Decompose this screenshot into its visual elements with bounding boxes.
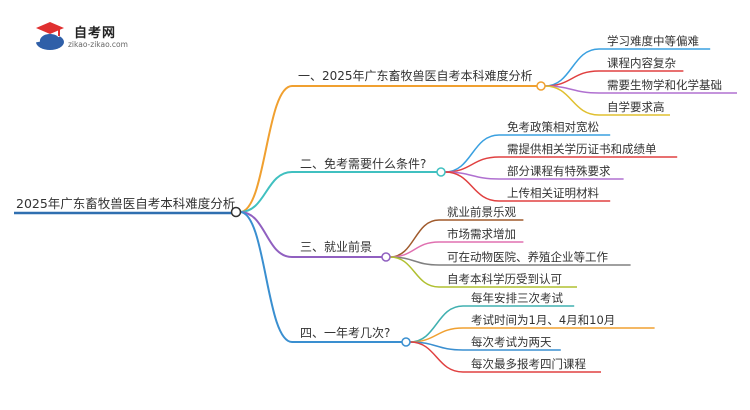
child-label[interactable]: 每次考试为两天 [471, 335, 552, 349]
child-connector [389, 241, 440, 258]
branch-connector [239, 85, 293, 213]
child-connector [409, 327, 464, 343]
child-connector [409, 305, 464, 343]
child-label[interactable]: 上传相关证明材料 [507, 186, 599, 200]
branch-node[interactable] [536, 81, 546, 91]
child-label[interactable]: 需要生物学和化学基础 [607, 78, 722, 92]
child-connector [444, 156, 500, 173]
graduation-cap-icon [35, 22, 64, 50]
child-connector [444, 134, 500, 173]
branch-connector [239, 211, 293, 258]
child-connector [389, 219, 440, 258]
child-connector [409, 341, 464, 373]
child-label[interactable]: 自学要求高 [607, 100, 665, 114]
child-connector [444, 171, 500, 202]
branch-connector [239, 211, 293, 343]
child-label[interactable]: 学习难度中等偏难 [607, 34, 699, 48]
child-label[interactable]: 每年安排三次考试 [471, 291, 563, 305]
branch-node[interactable] [381, 252, 391, 262]
branch-node[interactable] [436, 167, 446, 177]
branch-2[interactable]: 二、免考需要什么条件? 免考政策相对宽松需提供相关学历证书和成绩单部分课程有特殊要… [239, 120, 678, 213]
branch-label: 一、2025年广东畜牧兽医自考本科难度分析 [298, 68, 533, 83]
child-connector [544, 48, 600, 87]
branch-node[interactable] [401, 337, 411, 347]
child-label[interactable]: 免考政策相对宽松 [507, 120, 599, 134]
brand-name: 自考网 [74, 26, 117, 41]
branch-connector [239, 171, 293, 213]
branch-4[interactable]: 四、一年考几次? 每年安排三次考试考试时间为1月、4月和10月每次考试为两天每次最… [239, 211, 655, 373]
branch-label: 四、一年考几次? [300, 326, 390, 340]
root-node[interactable] [230, 206, 242, 218]
child-label[interactable]: 每次最多报考四门课程 [471, 357, 586, 371]
child-connector [544, 70, 600, 87]
child-label[interactable]: 市场需求增加 [447, 227, 516, 241]
child-connector [389, 256, 440, 288]
child-label[interactable]: 部分课程有特殊要求 [507, 164, 611, 178]
branch-label: 三、就业前景 [300, 239, 372, 254]
child-label[interactable]: 课程内容复杂 [607, 56, 676, 70]
child-label[interactable]: 自考本科学历受到认可 [447, 272, 562, 286]
child-connector [544, 85, 600, 116]
site-logo[interactable]: 自考网 zikao-zikao.com [30, 20, 150, 52]
child-label[interactable]: 需提供相关学历证书和成绩单 [507, 142, 657, 156]
branch-1[interactable]: 一、2025年广东畜牧兽医自考本科难度分析 学习难度中等偏难课程内容复杂需要生物学… [239, 34, 737, 213]
root-topic: 2025年广东畜牧兽医自考本科难度分析 [16, 196, 235, 211]
child-label[interactable]: 就业前景乐观 [447, 205, 516, 219]
child-label[interactable]: 考试时间为1月、4月和10月 [471, 313, 615, 327]
branch-label: 二、免考需要什么条件? [300, 156, 426, 171]
brand-domain: zikao-zikao.com [68, 40, 128, 49]
child-label[interactable]: 可在动物医院、养殖企业等工作 [447, 250, 608, 264]
branch-3[interactable]: 三、就业前景 就业前景乐观市场需求增加可在动物医院、养殖企业等工作自考本科学历受到… [239, 205, 631, 288]
